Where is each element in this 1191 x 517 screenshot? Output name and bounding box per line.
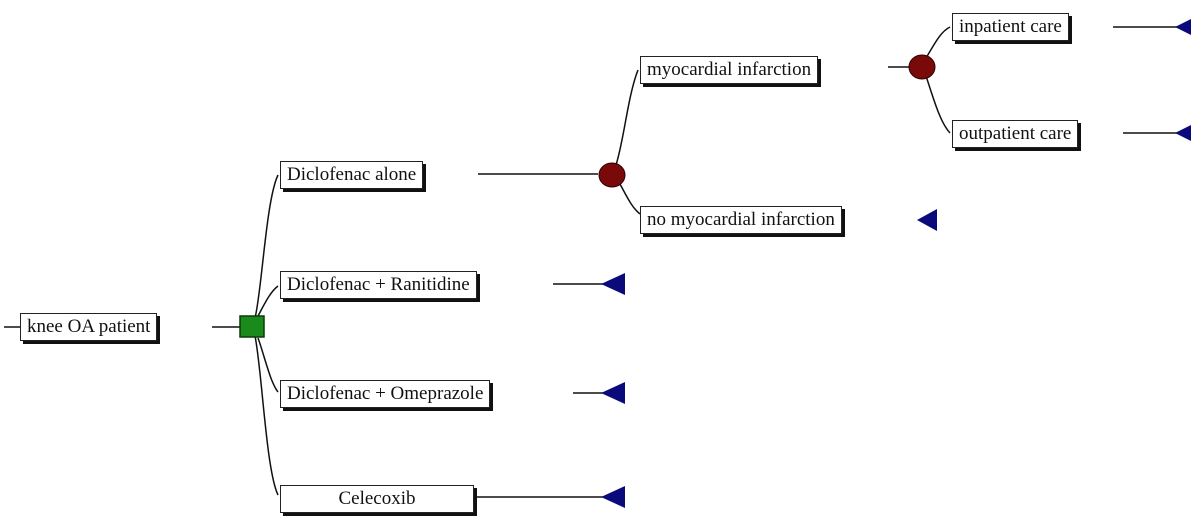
chance-node-care — [908, 54, 936, 80]
branch-line-outpatient-care — [925, 75, 951, 134]
event-myocardial-infarction: myocardial infarction — [640, 56, 819, 84]
branch-line-diclofenac-alone — [254, 174, 279, 319]
strategy-diclofenac-ranitidine: Diclofenac + Ranitidine — [280, 271, 477, 299]
event-no-myocardial-infarction: no myocardial infarction — [640, 206, 842, 234]
care-outpatient: outpatient care — [952, 120, 1079, 148]
branch-line-no-myocardial-infarction — [619, 183, 641, 215]
branch-line-diclofenac-ranitidine — [257, 285, 279, 317]
care-inpatient: inpatient care — [952, 13, 1069, 41]
terminal-node-outpatient — [1175, 125, 1191, 141]
branch-line-myocardial-infarction — [615, 69, 639, 166]
strategy-celecoxib: Celecoxib — [280, 485, 474, 513]
terminal-node-omeprazole — [601, 382, 625, 404]
strategy-diclofenac-alone: Diclofenac alone — [280, 161, 424, 189]
chance-node-mi — [598, 162, 626, 188]
terminal-node-inpatient — [1175, 19, 1191, 35]
strategy-diclofenac-omeprazole: Diclofenac + Omeprazole — [280, 380, 491, 408]
root-label: knee OA patient — [20, 313, 158, 341]
terminal-node-no-mi — [917, 209, 937, 231]
branch-line-inpatient-care — [925, 26, 951, 59]
terminal-node-ranitidine — [601, 273, 625, 295]
decision-node — [239, 315, 265, 338]
terminal-node-celecoxib — [601, 486, 625, 508]
branch-line-celecoxib — [254, 335, 279, 496]
branch-line-diclofenac-omeprazole — [257, 337, 279, 393]
